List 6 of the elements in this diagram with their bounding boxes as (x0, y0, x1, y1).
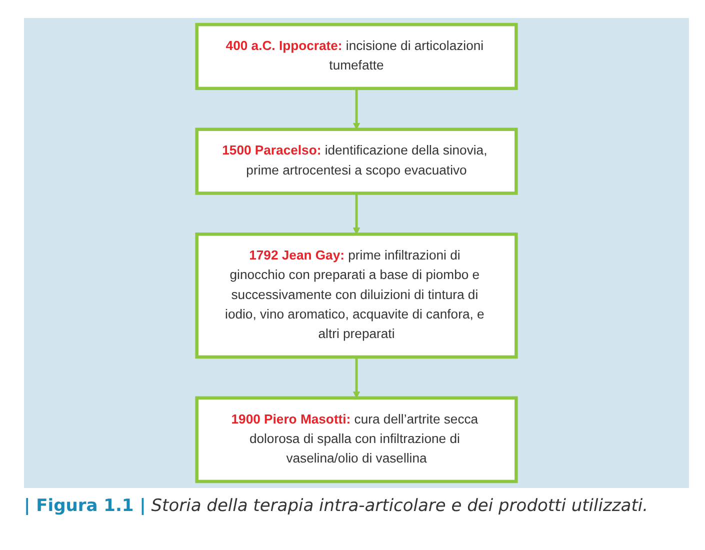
figure-caption: | Figura 1.1 | Storia della terapia intra-articolare e dei prodotti utilizzati. (24, 496, 650, 516)
node-box: 1792 Jean Gay: prime infiltrazioni di ginocchio con preparati a base di piombo e successivamente con diluizioni di tintura di iodio, vino aromatico, acquavite di canfora, e altri preparati (195, 232, 518, 359)
node-box: 1900 Piero Masotti: cura dell’artrite secca dolorosa di spalla con infiltrazione di vaselina/olio di vasellina (195, 396, 518, 484)
node-box: 1500 Paracelso: identificazione della sinovia, prime artrocentesi a scopo evacuativo (195, 128, 518, 195)
arrow (352, 192, 360, 234)
node-box: 400 a.C. Ippocrate: incisione di articolazioni tumefatte (195, 22, 518, 90)
